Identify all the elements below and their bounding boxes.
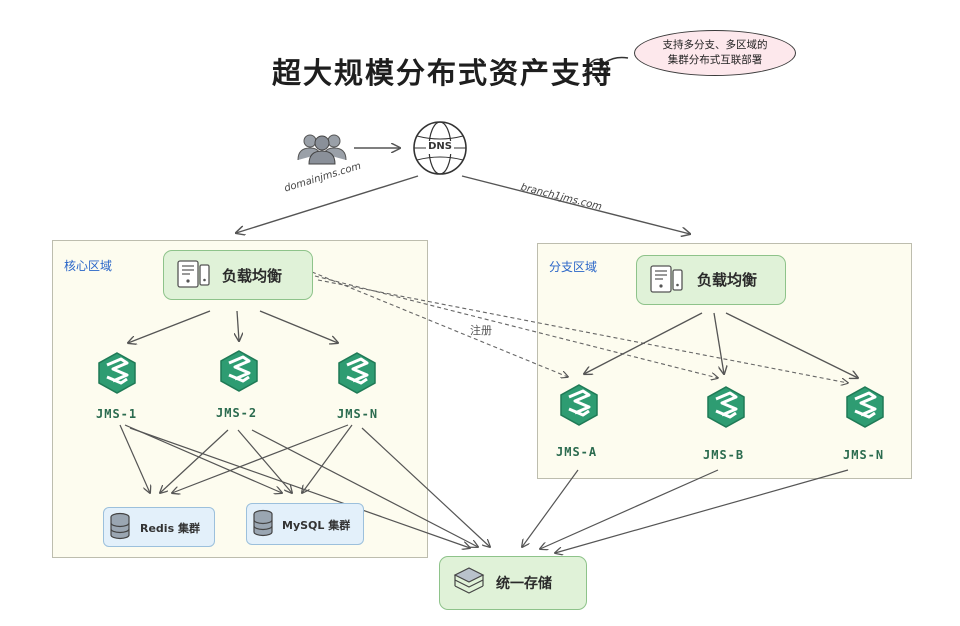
dns-label: DNS <box>428 141 452 152</box>
note-line-1: 支持多分支、多区域的 <box>662 39 768 51</box>
storage-stack-icon <box>453 567 485 594</box>
mysql-cluster-label: MySQL 集群 <box>282 519 351 532</box>
jms-node-icon <box>845 385 885 429</box>
users-icon <box>297 134 347 165</box>
dns-globe-icon <box>413 121 467 175</box>
unified-storage <box>439 556 587 610</box>
branch-load-balancer-label: 负载均衡 <box>697 271 758 289</box>
server-icon <box>650 265 683 293</box>
feature-note: 支持多分支、多区域的 集群分布式互联部署 <box>634 30 796 76</box>
core-region-label: 核心区域 <box>64 259 113 273</box>
jms-node-label: JMS-B <box>703 448 745 462</box>
jms-node-icon <box>706 385 746 429</box>
note-line-2: 集群分布式互联部署 <box>667 54 763 66</box>
curl-decoration <box>584 56 629 75</box>
jms-node-icon <box>559 383 599 427</box>
jms-node-label: JMS-2 <box>216 406 258 420</box>
page-title: 超大规模分布式资产支持 <box>272 56 614 90</box>
jms-node-label: JMS-A <box>556 445 598 459</box>
database-icon <box>253 509 273 537</box>
server-icon <box>177 260 210 288</box>
core-load-balancer-label: 负载均衡 <box>222 267 283 285</box>
database-icon <box>110 512 130 540</box>
jms-node-label: JMS-N <box>843 448 885 462</box>
jms-node-icon <box>97 351 137 395</box>
register-edge-label: 注册 <box>470 324 492 337</box>
branch-region-label: 分支区域 <box>549 260 598 274</box>
unified-storage-label: 统一存储 <box>496 576 552 592</box>
jms-node-label: JMS-1 <box>96 407 138 421</box>
redis-cluster-label: Redis 集群 <box>140 522 200 535</box>
jms-node-icon <box>337 351 377 395</box>
jms-node-label: JMS-N <box>337 407 379 421</box>
mysql-cluster <box>246 503 364 545</box>
jms-node-icon <box>219 349 259 393</box>
